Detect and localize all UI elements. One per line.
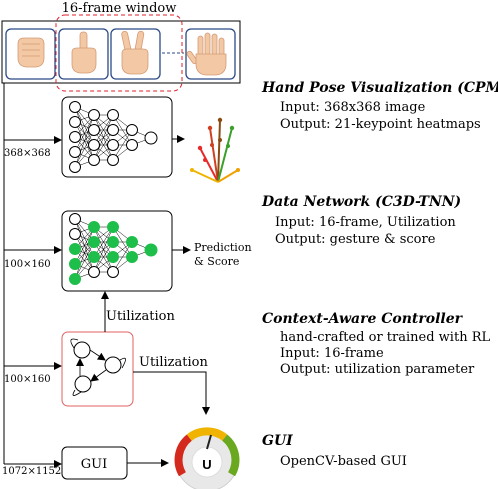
controller-input-size: 100×160 xyxy=(4,374,51,385)
window-highlight xyxy=(55,14,183,92)
network-node xyxy=(126,139,138,151)
cpm-input-size: 368×368 xyxy=(4,148,51,159)
network-node xyxy=(107,154,119,166)
section-controller-line-1: hand-crafted or trained with RL xyxy=(280,330,490,345)
network-node xyxy=(126,236,138,248)
network-node xyxy=(88,236,100,248)
section-cpm-title: Hand Pose Visualization (CPM) xyxy=(261,80,498,96)
network-node xyxy=(88,266,100,278)
section-c3d-line-2: Output: gesture & score xyxy=(275,232,436,247)
frame-open-hand xyxy=(185,28,236,80)
network-node xyxy=(69,273,81,285)
network-node xyxy=(107,124,119,136)
network-node xyxy=(107,221,119,233)
network-node xyxy=(69,243,81,255)
network-node xyxy=(69,146,81,158)
section-controller: Context-Aware Controller hand-crafted or… xyxy=(262,311,490,377)
score-label: & Score xyxy=(194,255,239,268)
section-c3d-title: Data Network (C3D-TNN) xyxy=(261,194,461,210)
utilization-right-arrow xyxy=(133,371,210,415)
network-node xyxy=(107,109,119,121)
section-cpm-line-2: Output: 21-keypoint heatmaps xyxy=(280,117,481,132)
network-node xyxy=(88,109,100,121)
gui-input-size: 1072×1152 xyxy=(2,466,61,477)
network-node xyxy=(107,266,119,278)
window-label: 16-frame window xyxy=(62,1,177,16)
network-node xyxy=(107,236,119,248)
network-node xyxy=(69,116,81,128)
section-c3d: Data Network (C3D-TNN) Input: 16-frame, … xyxy=(261,194,461,247)
network-node xyxy=(88,139,100,151)
gui-box: GUI xyxy=(61,446,128,480)
network-node xyxy=(88,154,100,166)
network-node xyxy=(107,139,119,151)
frame-one-finger xyxy=(58,28,109,80)
utilization-gauge-icon: U xyxy=(174,427,240,489)
c3d-input-size: 100×160 xyxy=(4,259,51,270)
section-gui: GUI OpenCV-based GUI xyxy=(262,433,407,469)
section-controller-title: Context-Aware Controller xyxy=(262,311,464,327)
network-node xyxy=(69,258,81,270)
input-frame-strip: 16-frame window xyxy=(1,1,241,92)
frame-fist xyxy=(5,28,56,80)
network-node xyxy=(107,251,119,263)
network-node xyxy=(126,251,138,263)
section-c3d-line-1: Input: 16-frame, Utilization xyxy=(275,215,456,230)
cpm-network xyxy=(61,96,173,178)
network-node xyxy=(69,131,81,143)
section-gui-line-1: OpenCV-based GUI xyxy=(280,454,407,469)
section-controller-line-3: Output: utilization parameter xyxy=(280,362,475,377)
section-controller-line-2: Input: 16-frame xyxy=(280,346,384,361)
utilization-up-label: Utilization xyxy=(106,309,175,324)
network-node xyxy=(69,161,81,173)
context-controller-box xyxy=(61,331,134,407)
section-cpm: Hand Pose Visualization (CPM) Input: 368… xyxy=(261,80,498,132)
section-cpm-line-1: Input: 368x368 image xyxy=(280,100,426,115)
network-node xyxy=(69,213,81,225)
network-node xyxy=(88,124,100,136)
section-gui-title: GUI xyxy=(262,433,293,449)
network-node xyxy=(88,251,100,263)
network-node xyxy=(88,221,100,233)
prediction-label: Prediction xyxy=(194,241,252,254)
network-node xyxy=(144,243,158,257)
gauge-letter: U xyxy=(202,457,211,472)
network-node xyxy=(126,124,138,136)
utilization-right-label: Utilization xyxy=(139,355,208,370)
network-node xyxy=(69,101,81,113)
network-node xyxy=(144,131,158,145)
gui-box-label: GUI xyxy=(81,457,107,472)
network-node xyxy=(69,228,81,240)
c3d-network xyxy=(61,210,173,292)
hand-skeleton-icon xyxy=(190,117,240,183)
frame-two-fingers xyxy=(110,28,161,80)
